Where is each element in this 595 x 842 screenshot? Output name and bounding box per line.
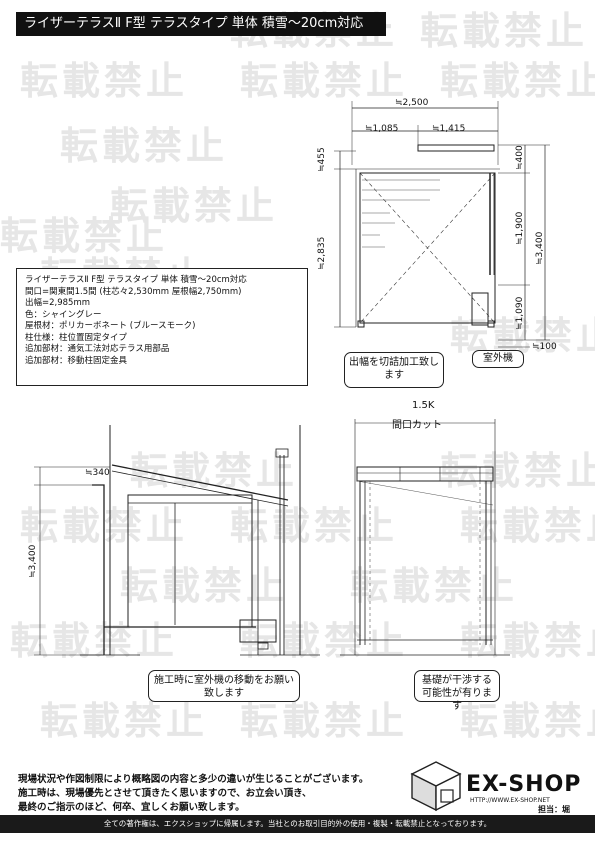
spec-line: 屋根材：ポリカーボネート (ブルースモーク) xyxy=(25,321,196,331)
footer-line-2: 施工時は、現場優先とさせて頂きたく思いますので、お立会い頂き、 xyxy=(18,788,312,799)
watermark: 転載禁止 xyxy=(460,619,595,663)
watermark: 転載禁止 xyxy=(240,699,409,743)
watermark: 転載禁止 xyxy=(460,699,595,743)
copyright-bar: 全ての著作権は、エクスショップに帰属します。当社とのお取引目的外の使用・複製・転… xyxy=(0,815,595,833)
elevation-drawings xyxy=(34,419,510,656)
dim-side-height: ≒3,400 xyxy=(28,544,38,578)
dim-side-top: ≒340 xyxy=(85,468,110,478)
note-outdoor-unit: 室外機 xyxy=(472,350,524,368)
dim-total-width: ≒2,500 xyxy=(395,98,429,108)
footer-line-3: 最終のご指示のほど、何卒、宜しくお願い致します。 xyxy=(18,802,245,813)
watermark: 転載禁止 xyxy=(420,9,589,53)
dim-right-total: ≒3,400 xyxy=(535,231,545,265)
watermark: 転載禁止 xyxy=(440,59,595,103)
watermark: 転載禁止 xyxy=(120,564,289,608)
watermark: 転載禁止 xyxy=(40,699,209,743)
watermark: 転載禁止 xyxy=(350,564,519,608)
page-title: ライザーテラスⅡ F型 テラスタイプ 単体 積雪～20cm対応 xyxy=(16,12,386,36)
watermark: 転載禁止 xyxy=(20,59,189,103)
dim-right-top: ≒400 xyxy=(515,145,525,170)
dim-right-width: ≒1,415 xyxy=(432,124,466,134)
footer-line-1: 現場状況や作図制限により概略図の内容と多少の違いが生じることがございます。 xyxy=(18,774,369,785)
watermark: 転載禁止 xyxy=(130,449,299,493)
spec-line: 柱仕様：柱位置固定タイプ xyxy=(25,332,128,343)
brand-logo-text: EX-SHOP xyxy=(466,772,582,797)
front-cut-label: 間口カット xyxy=(392,420,442,431)
watermark: 転載禁止 xyxy=(20,504,189,548)
dim-left-height: ≒2,835 xyxy=(317,236,327,270)
watermark: 転載禁止 xyxy=(230,504,399,548)
spec-line: 色：シャイングレー xyxy=(25,309,102,320)
dim-bottom-right: ≒100 xyxy=(532,342,557,352)
spec-line: 追加部材：移動柱固定金具 xyxy=(25,355,128,366)
spec-box: ライザーテラスⅡ F型 テラスタイプ 単体 積雪～20cm対応 間口=関東間1.… xyxy=(16,268,308,386)
note-foundation: 基礎が干渉する可能性が有ります xyxy=(414,670,500,712)
watermark: 転載禁止 xyxy=(460,504,595,548)
dim-left-width: ≒1,085 xyxy=(365,124,399,134)
watermark: 転載禁止 xyxy=(440,449,595,493)
watermark: 転載禁止 xyxy=(110,184,279,228)
spec-line: 間口=関東間1.5間 (柱芯々2,530mm 屋根幅2,750mm) xyxy=(25,286,242,297)
plan-view-drawing xyxy=(334,101,550,348)
watermark: 転載禁止 xyxy=(10,619,179,663)
dim-right-mid: ≒1,900 xyxy=(515,211,525,245)
spec-line: 追加部材：通気工法対応テラス用部品 xyxy=(25,344,170,354)
brand-url: HTTP://WWW.EX-SHOP.NET xyxy=(470,797,550,804)
front-size-label: 1.5K xyxy=(412,400,435,411)
watermark: 転載禁止 xyxy=(60,124,229,168)
spec-line: 出幅=2,985mm xyxy=(25,298,91,308)
note-move-unit: 施工時に室外機の移動をお願い致します xyxy=(148,670,300,702)
cube-logo-icon xyxy=(410,761,462,812)
watermark: 転載禁止 xyxy=(0,214,169,258)
watermark: 転載禁止 xyxy=(240,619,409,663)
staff-label: 担当：堀 xyxy=(538,805,570,814)
note-cut: 出幅を切詰加工致します xyxy=(344,352,444,388)
dim-left-top: ≒455 xyxy=(317,147,327,172)
dim-right-low: ≒1,090 xyxy=(515,296,525,330)
spec-line: ライザーテラスⅡ F型 テラスタイプ 単体 積雪～20cm対応 xyxy=(25,275,247,285)
watermark: 転載禁止 xyxy=(240,59,409,103)
